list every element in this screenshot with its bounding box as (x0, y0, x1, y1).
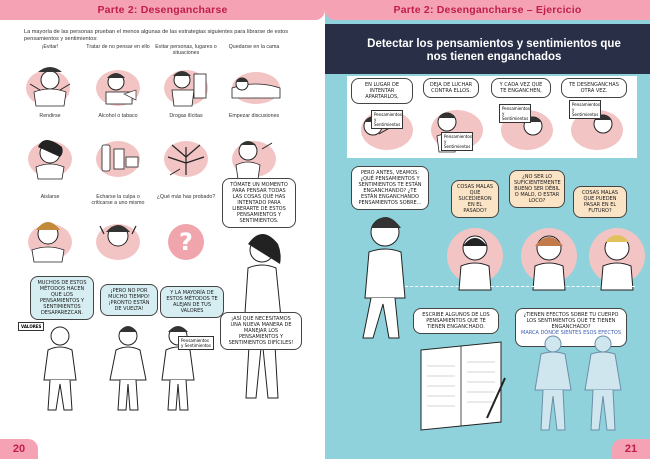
strategy-label: ¿Qué más has probado? (156, 194, 216, 200)
strategy-blame: Echarse la culpa o criticarse a uno mism… (86, 194, 150, 262)
body-question-text: ¿Tienen efectos sobre tu cuerpo los sent… (523, 312, 619, 330)
thoughts-tag: Pensamientos y Sentimientos (371, 110, 403, 129)
thoughts-tag: Pensamientos y Sentimientos (178, 336, 214, 350)
right-header-title: Parte 2: Desengancharse – Ejercicio (393, 4, 582, 16)
strategy-give-up: Rendirse (18, 113, 82, 181)
strategy-label: Drogas ilícitas (169, 113, 203, 119)
thoughts-tag: Pensamientos y Sentimientos (569, 100, 601, 119)
unhook-again-illustration (571, 110, 623, 150)
drugs-illustration (164, 141, 208, 177)
strategy-label: Rendirse (39, 113, 61, 119)
three-people-illustration (447, 228, 645, 291)
section-divider (385, 286, 635, 287)
svg-text:?: ? (179, 228, 193, 256)
thoughts-tag: Pensamientos y Sentimientos (499, 104, 531, 123)
strategy-label: Aislarse (40, 194, 60, 200)
strategy-label: Alcohol o tabaco (98, 113, 138, 119)
alcohol-illustration (96, 141, 140, 177)
strategy-what-else: ¿Qué más has probado? ? (154, 194, 218, 262)
intro-text: La mayoría de las personas prueban el me… (24, 29, 288, 42)
stay-bed-illustration (231, 72, 281, 104)
bubble-but-first: Pero antes, veamos: ¿qué pensamientos y … (351, 166, 429, 210)
bubble-tried: Tómate un momento para pensar todas las … (222, 178, 296, 228)
strategy-drugs: Drogas ilícitas (154, 113, 218, 181)
values-tag: VALORES (18, 322, 45, 331)
bubble-not-good-enough: ¿no ser lo suficientemente bueno ser déb… (509, 170, 565, 208)
bubble-write: Escribe algunos de los pensamientos que … (413, 308, 499, 334)
not-think-illustration (96, 70, 140, 106)
strategy-stay-bed: Quedarse en la cama (222, 44, 286, 112)
strategy-alcohol: Alcohol o tabaco (86, 113, 150, 181)
right-page: Parte 2: Desengancharse – Ejercicio Dete… (325, 0, 650, 459)
isolate-illustration (28, 222, 72, 263)
question-mark-icon: ? (168, 224, 204, 260)
strategy-label: Tratar de no pensar en ello (86, 44, 150, 50)
right-page-number: 21 (612, 439, 650, 459)
bubble-majority: Y la mayoría de estos métodos te alejan … (160, 286, 224, 318)
narrator-character-illustration (362, 217, 406, 339)
strategy-label: Quedarse en la cama (228, 44, 280, 50)
strategy-label: ¡Evitar! (41, 44, 59, 50)
strategy-label: Evitar personas, lugares o situaciones (155, 44, 217, 57)
strategy-avoid: ¡Evitar! (18, 44, 82, 112)
left-header-bar: Parte 2: Desengancharse (0, 0, 325, 20)
strategy-not-think: Tratar de no pensar en ello (86, 44, 150, 112)
bubble-stop-fighting: deja de luchar contra ellos. (423, 78, 479, 98)
body-outline-illustration[interactable] (523, 334, 633, 434)
strategy-label: Empezar discusiones (228, 113, 280, 119)
title-band (325, 24, 650, 74)
blame-illustration (96, 224, 140, 260)
bubble-instead: En lugar de intentar apartarlos, (351, 78, 413, 104)
strategy-isolate: Aislarse (18, 194, 82, 263)
give-up-illustration (28, 140, 72, 180)
strategy-avoid-places: Evitar personas, lugares o situaciones (154, 44, 218, 112)
avoid-illustration (26, 67, 71, 107)
strategy-arguments: Empezar discusiones (222, 113, 286, 181)
bubble-future: cosas malas que pueden pasar en el futur… (573, 186, 627, 218)
left-page-number: 20 (0, 439, 38, 459)
bubble-many-methods: Muchos de estos métodos hacen que los pe… (30, 276, 94, 320)
woman-illustration (109, 326, 147, 411)
left-header-title: Parte 2: Desengancharse (97, 4, 228, 16)
bubble-not-long: ¡Pero no por mucho tiempo! ¡Pronto están… (100, 284, 158, 316)
left-page: Parte 2: Desengancharse La mayoría de la… (0, 0, 325, 459)
right-header-bar: Parte 2: Desengancharse – Ejercicio (325, 0, 650, 20)
notebook-illustration[interactable] (411, 338, 511, 434)
thoughts-tag: Pensamientos y Sentimientos (441, 132, 473, 151)
arguments-illustration (232, 141, 276, 180)
man-values-illustration (43, 326, 77, 411)
bubble-past: cosas malas que sucedieron en el pasado? (451, 180, 499, 218)
avoid-places-illustration (164, 70, 208, 107)
bubble-each-time: Y cada vez que te enganchen, (491, 78, 551, 98)
exercise-title: Detectar los pensamientos y sentimientos… (367, 38, 621, 63)
bubble-unhook-again: te desenganchas otra vez. (561, 78, 627, 98)
bubble-new-way: ¡Así que necesitamos una nueva manera de… (220, 312, 302, 350)
strategy-label: Echarse la culpa o criticarse a uno mism… (91, 194, 145, 207)
